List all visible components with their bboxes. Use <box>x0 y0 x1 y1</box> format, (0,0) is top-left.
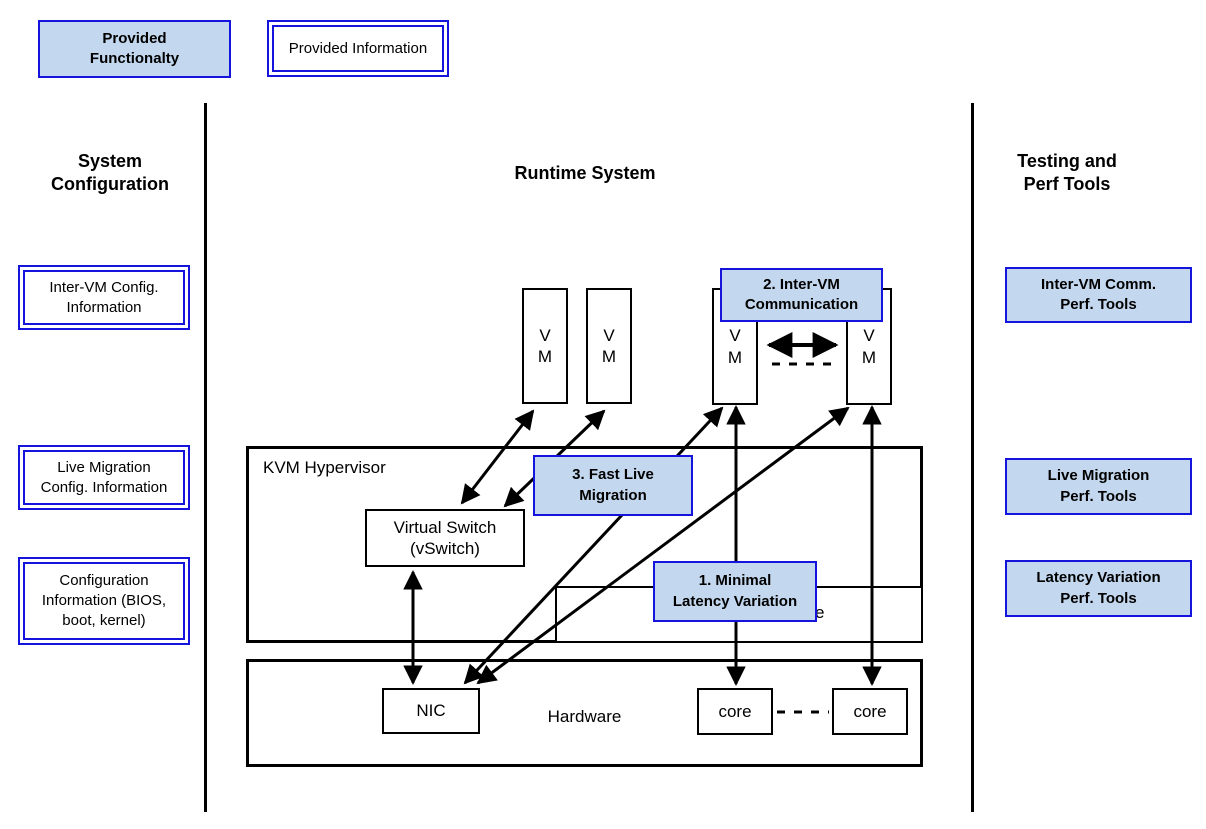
callout-fast-live-migration: 3. Fast Live Migration <box>533 455 693 516</box>
kvm-hypervisor-label: KVM Hypervisor <box>263 458 386 477</box>
column-divider-left <box>204 103 207 812</box>
live-migration-config-information-box: Live Migration Config. Information <box>18 445 190 510</box>
vm-box-2: V M <box>586 288 632 404</box>
core-box-2: core <box>832 688 908 735</box>
testing-perf-tools-heading: Testing and Perf Tools <box>1017 151 1117 195</box>
latency-variation-perf-tools-box: Latency Variation Perf. Tools <box>1005 560 1192 617</box>
configuration-information-bios-box: Configuration Information (BIOS, boot, k… <box>18 557 190 645</box>
live-migration-perf-tools-box: Live Migration Perf. Tools <box>1005 458 1192 515</box>
runtime-system-heading: Runtime System <box>514 163 656 183</box>
legend-provided-information: Provided Information <box>267 20 449 77</box>
hardware-box: Hardware NIC core core <box>246 659 923 767</box>
vm-box-1: V M <box>522 288 568 404</box>
nic-box: NIC <box>382 688 480 734</box>
callout-minimal-latency-variation: 1. Minimal Latency Variation <box>653 561 817 622</box>
system-configuration-heading: System Configuration <box>51 151 169 195</box>
core-box-1: core <box>697 688 773 735</box>
virtual-switch-box: Virtual Switch (vSwitch) <box>365 509 525 567</box>
legend-provided-information-label: Provided Information <box>272 25 444 72</box>
configuration-information-bios-label: Configuration Information (BIOS, boot, k… <box>23 562 185 640</box>
inter-vm-config-information-label: Inter-VM Config. Information <box>23 270 185 325</box>
live-migration-config-information-label: Live Migration Config. Information <box>23 450 185 505</box>
inter-vm-comm-perf-tools-box: Inter-VM Comm. Perf. Tools <box>1005 267 1192 323</box>
column-divider-right <box>971 103 974 812</box>
inter-vm-config-information-box: Inter-VM Config. Information <box>18 265 190 330</box>
hardware-label: Hardware <box>547 707 622 726</box>
callout-inter-vm-communication: 2. Inter-VM Communication <box>720 268 883 322</box>
legend-provided-functionality: Provided Functionalty <box>38 20 231 78</box>
